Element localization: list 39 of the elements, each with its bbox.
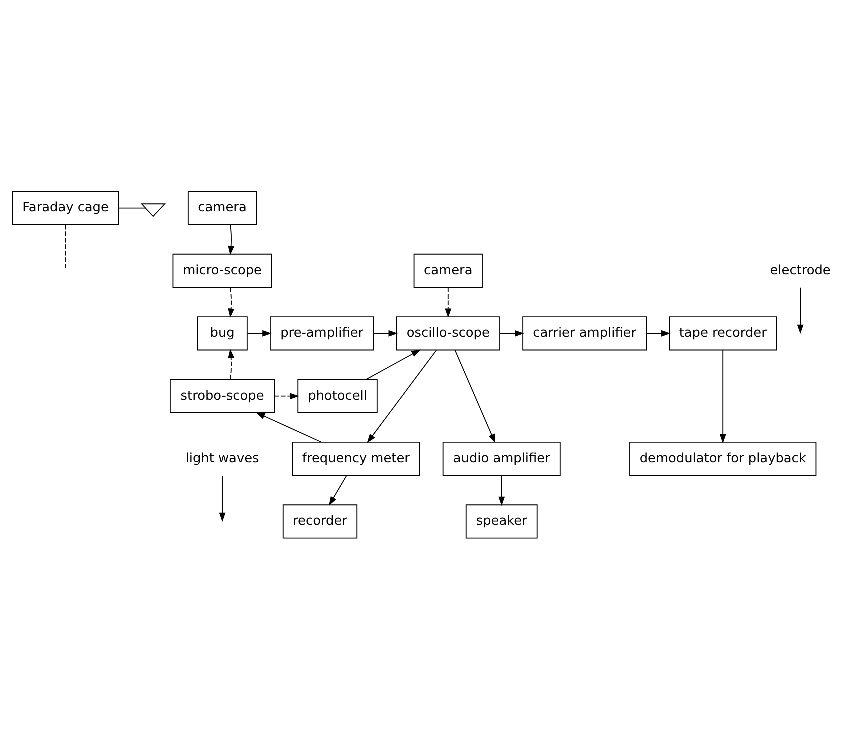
- node-box: micro-scope: [172, 253, 272, 288]
- arrow: [228, 348, 235, 380]
- node-box: bug: [197, 316, 248, 350]
- node-box: photocell: [298, 378, 378, 413]
- arrow: [500, 330, 524, 336]
- node-box: strobo-scope: [170, 378, 276, 413]
- arrow: [498, 474, 506, 506]
- arrow: [367, 350, 437, 443]
- node-text: electrode: [770, 262, 831, 278]
- connector: [65, 224, 66, 270]
- arrow: [219, 474, 226, 522]
- arrow: [256, 412, 322, 442]
- node-box: Faraday cage: [12, 190, 120, 225]
- node-box: camera: [188, 190, 258, 225]
- arrow: [445, 286, 452, 318]
- node-box: pre-amplifier: [270, 316, 374, 350]
- arrow: [646, 330, 671, 336]
- node-box: demodulator for playback: [630, 441, 817, 476]
- node-box: camera: [414, 253, 483, 288]
- node-ground: [140, 203, 166, 217]
- node-box: speaker: [466, 504, 538, 538]
- arrow: [366, 349, 421, 380]
- arrow: [247, 330, 272, 336]
- node-box: audio amplifier: [442, 441, 561, 476]
- arrow: [454, 350, 496, 444]
- arrow: [228, 286, 235, 318]
- connector: [118, 207, 146, 208]
- node-box: carrier amplifier: [522, 316, 648, 350]
- node-text: light waves: [186, 450, 260, 466]
- arrow: [329, 474, 348, 506]
- arrow: [228, 224, 235, 255]
- arrow: [797, 286, 804, 334]
- arrow: [274, 392, 300, 400]
- arrow: [720, 350, 726, 444]
- node-box: oscillo-scope: [396, 316, 500, 350]
- node-box: tape recorder: [669, 316, 778, 350]
- arrow: [373, 330, 398, 336]
- node-box: frequency meter: [292, 441, 420, 476]
- node-box: recorder: [282, 504, 358, 538]
